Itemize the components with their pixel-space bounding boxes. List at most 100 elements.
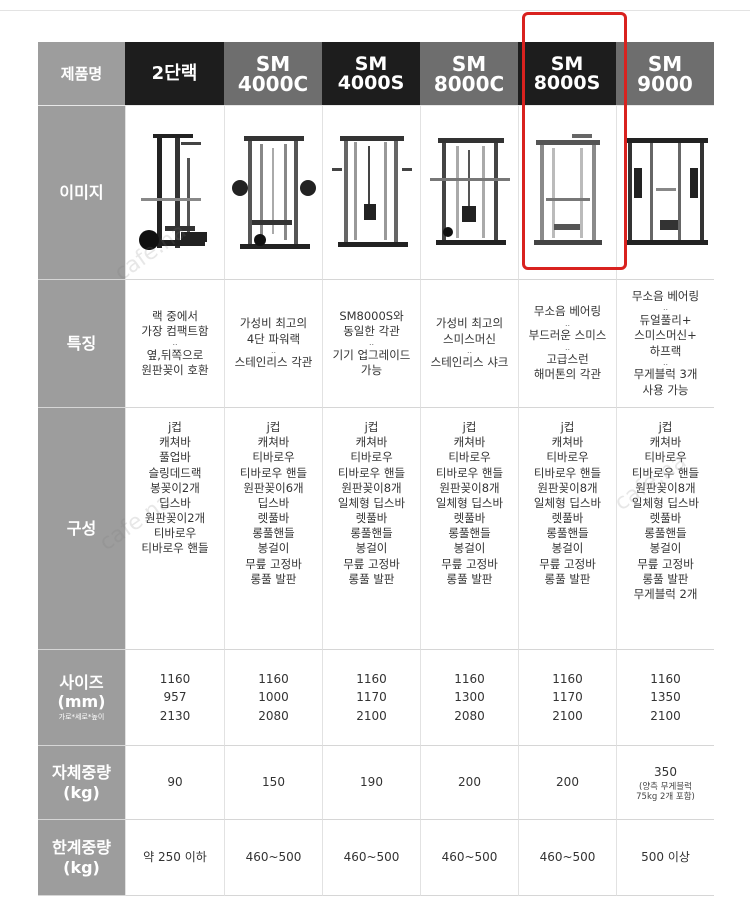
part-item: 원판꽂이2개 <box>144 511 206 526</box>
product-image-sm4000c <box>224 106 322 280</box>
feature-separator: .. <box>368 338 375 348</box>
part-item: 일체형 딥스바 <box>631 495 700 510</box>
size-value: 1160 <box>454 671 485 686</box>
limit-cell: 460~500 <box>420 820 518 896</box>
weight-cell: 200 <box>518 746 616 820</box>
part-item: 봉걸이 <box>257 541 290 556</box>
feature-line: 듀얼풀리+ <box>639 313 692 328</box>
part-item: 롱풀 발판 <box>544 571 591 586</box>
feature-line: 무게블럭 3개 <box>633 367 698 382</box>
part-item: 렛풀바 <box>551 511 584 526</box>
label-sub: 가로*세로*높이 <box>58 713 105 722</box>
feature-line: 랙 중에서 <box>152 308 198 323</box>
weight-value: 190 <box>360 775 383 790</box>
part-item: 딥스바 <box>159 495 191 510</box>
part-item: 롱풀 발판 <box>250 571 297 586</box>
part-item: 캐쳐바 <box>159 435 191 450</box>
smith-machine-icon <box>429 137 510 245</box>
product-name-line1: SM <box>550 52 584 75</box>
label-composition: 구성 <box>38 408 125 650</box>
part-item: 티바로우 <box>153 526 197 541</box>
product-name-line2: 9000 <box>637 71 693 96</box>
feature-separator: .. <box>564 342 571 352</box>
weight-cell: 90 <box>125 746 224 820</box>
label-unit: (kg) <box>63 782 100 802</box>
part-item: 롱풀핸들 <box>350 526 393 541</box>
feature-separator: .. <box>270 345 277 355</box>
feature-line: 가성비 최고의 <box>239 316 308 331</box>
feature-line: 스미스머신 <box>443 331 496 346</box>
feature-line: 기기 업그레이드 <box>332 347 411 362</box>
size-value: 1170 <box>552 690 583 705</box>
limit-value: 460~500 <box>343 850 400 865</box>
weight-cell: 150 <box>224 746 322 820</box>
part-item: 롱풀핸들 <box>644 526 687 541</box>
label-limit: 한계중량 (kg) <box>38 820 125 896</box>
part-item: 원판꽂이8개 <box>537 480 598 495</box>
label-text: 한계중량 <box>52 838 111 858</box>
size-value: 2080 <box>258 708 289 723</box>
part-item: 렛풀바 <box>649 511 682 526</box>
part-item: 일체형 딥스바 <box>337 495 406 510</box>
part-item: 봉걸이 <box>355 541 388 556</box>
part-item: j컵 <box>560 420 575 434</box>
product-image-sm8000s <box>518 106 616 280</box>
part-item: 티바로우 핸들 <box>631 465 700 480</box>
limit-value: 460~500 <box>245 850 302 865</box>
part-item: 티바로우 <box>546 450 589 465</box>
part-item: 일체형 딥스바 <box>435 495 504 510</box>
product-name-line2: 8000S <box>533 71 601 94</box>
feature-line: 스미스머신+ <box>634 328 697 343</box>
part-item: 풀업바 <box>159 450 191 465</box>
limit-cell: 500 이상 <box>616 820 714 896</box>
part-item: 티바로우 <box>644 450 687 465</box>
product-image-sm4000s <box>322 106 420 280</box>
feature-separator: .. <box>662 303 669 313</box>
part-item: 렛풀바 <box>453 511 486 526</box>
product-name-line2: 8000C <box>433 71 505 96</box>
size-value: 1170 <box>356 690 387 705</box>
label-feature: 특징 <box>38 280 125 408</box>
part-item: 캐쳐바 <box>649 435 682 450</box>
part-item: 무릎 고정바 <box>637 556 694 571</box>
part-item: 티바로우 핸들 <box>141 541 209 556</box>
label-image: 이미지 <box>38 106 125 280</box>
label-text: 자체중량 <box>52 763 111 783</box>
part-item: 티바로우 <box>350 450 393 465</box>
feature-line: 스테인리스 각관 <box>234 355 313 370</box>
label-weight: 자체중량 (kg) <box>38 746 125 820</box>
feature-line: 고급스런 <box>546 352 589 367</box>
part-item: 원판꽂이6개 <box>243 480 304 495</box>
limit-value: 약 250 이하 <box>143 850 207 865</box>
part-item: 봉걸이 <box>649 541 682 556</box>
part-item: 티바로우 핸들 <box>239 465 308 480</box>
label-product-name: 제품명 <box>38 42 125 106</box>
part-item: 무릎 고정바 <box>539 556 596 571</box>
size-value: 1300 <box>454 690 485 705</box>
part-item: 롱풀 발판 <box>348 571 395 586</box>
part-item: j컵 <box>266 420 281 434</box>
part-item: 무릎 고정바 <box>245 556 302 571</box>
label-text: 이미지 <box>59 182 104 202</box>
part-item: j컵 <box>168 420 182 434</box>
size-value: 2100 <box>356 708 387 723</box>
part-item: j컵 <box>658 420 673 434</box>
feature-line: 동일한 각관 <box>343 323 400 338</box>
weight-value: 350 <box>654 765 677 780</box>
limit-cell: 460~500 <box>322 820 420 896</box>
part-item: 캐쳐바 <box>453 435 486 450</box>
part-item: 딥스바 <box>257 495 290 510</box>
limit-value: 500 이상 <box>641 850 690 865</box>
product-name-line1: SM <box>647 51 683 76</box>
